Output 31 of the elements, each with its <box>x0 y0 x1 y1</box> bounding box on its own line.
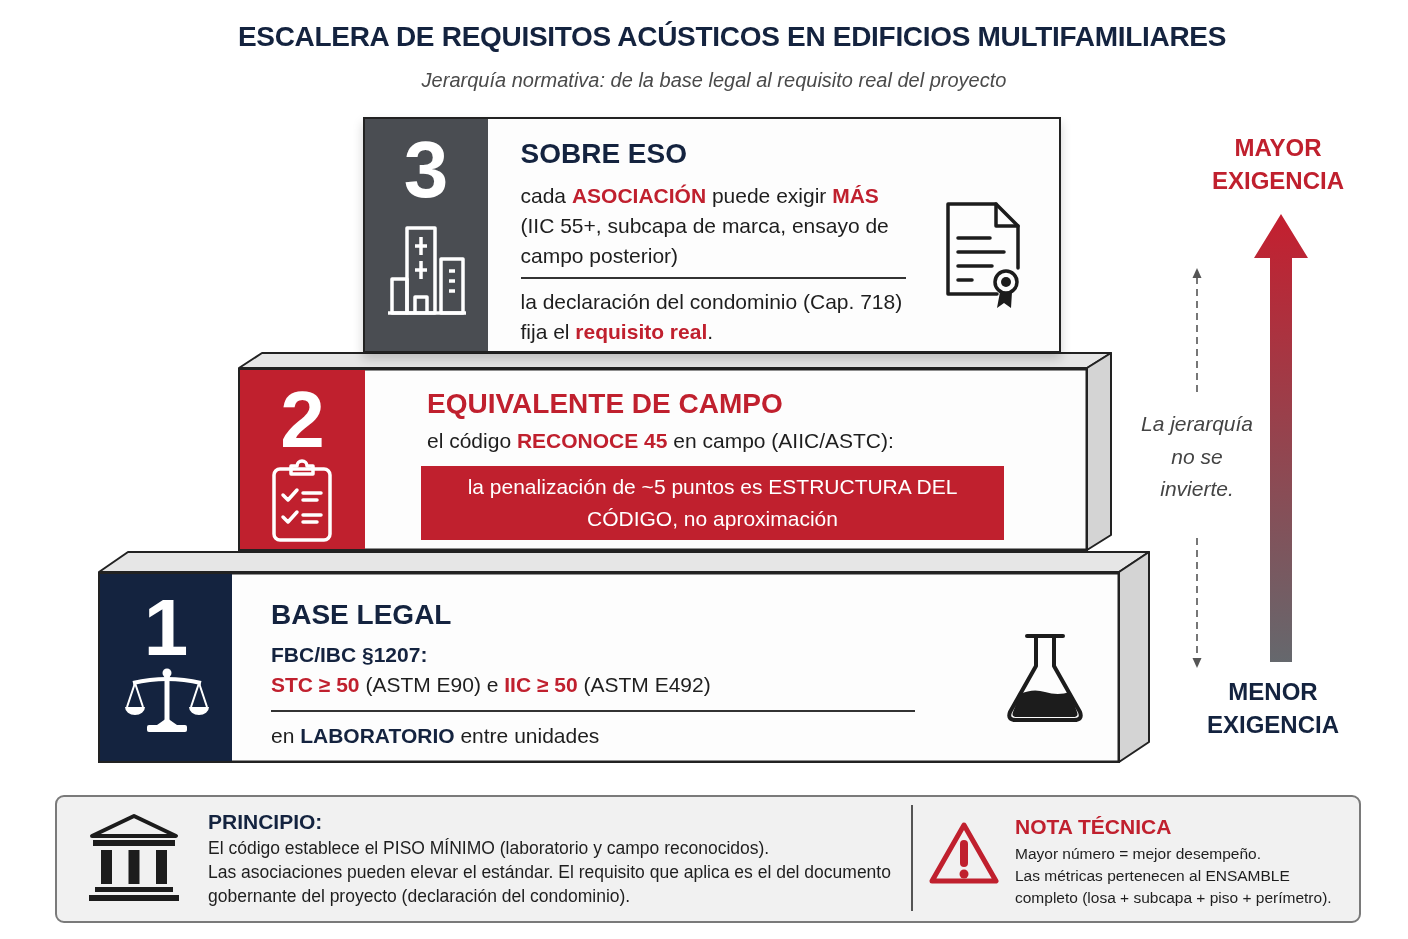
scale-label: MAYOR EXIGENCIA <box>1212 133 1344 196</box>
panel-heading: NOTA TÉCNICA <box>1015 814 1172 840</box>
number-tile <box>364 118 488 351</box>
scale-label: MENOR EXIGENCIA <box>1207 677 1339 740</box>
stair-step <box>98 551 1150 763</box>
step-text: FBC/IBC §1207: <box>271 642 428 668</box>
step-text: cada ASOCIACIÓN puede exigir MÁS (IIC 55+, subcapa de marca, ensayo de campo posterior) <box>520 182 890 269</box>
step-title: SOBRE ESO <box>520 136 687 171</box>
step-number: 3 <box>403 129 449 210</box>
step-text: la declaración del condominio (Cap. 718) fija el requisito real. <box>520 288 904 345</box>
stair-step <box>238 352 1112 551</box>
diagram-title: ESCALERA DE REQUISITOS ACÚSTICOS EN EDIFICIOS MULTIFAMILIARES <box>237 20 1227 54</box>
note-text: La jerarquía no se invierte. <box>1139 411 1255 502</box>
subtitle: Jerarquía normativa: de la base legal al requisito real del proyecto <box>421 68 1007 93</box>
number-tile <box>240 370 365 549</box>
step-title: EQUIVALENTE DE CAMPO <box>427 387 783 421</box>
panel-text: El código establece el PISO MÍNIMO (laboratorio y campo reconocidos). <box>208 837 771 860</box>
panel-text: Las asociaciones pueden elevar el estándar. El requisito que aplica es el del documento gobernante del proyecto (declaración del condominio). <box>208 861 892 908</box>
step-number: 2 <box>280 380 325 460</box>
step-text: STC ≥ 50 (ASTM E90) e IIC ≥ 50 (ASTM E492) <box>271 672 711 698</box>
number-tile <box>100 574 232 761</box>
stair-step <box>363 117 1061 353</box>
step-text: el código RECONOCE 45 en campo (AIIC/ASTC): <box>427 428 894 454</box>
step-number: 1 <box>143 588 189 668</box>
panel-text: Mayor número = mejor desempeño. <box>1015 844 1262 864</box>
step-title: BASE LEGAL <box>271 598 452 632</box>
note-panel <box>55 795 1361 923</box>
step-text: en LABORATORIO entre unidades <box>271 723 600 749</box>
highlight-banner: la penalización de ~5 puntos es ESTRUCTURA DEL CÓDIGO, no aproximación <box>421 466 1004 540</box>
panel-text: Las métricas pertenecen al ENSAMBLE completo (losa + subcapa + piso + perímetro). <box>1015 866 1333 908</box>
panel-heading: PRINCIPIO: <box>208 809 323 835</box>
